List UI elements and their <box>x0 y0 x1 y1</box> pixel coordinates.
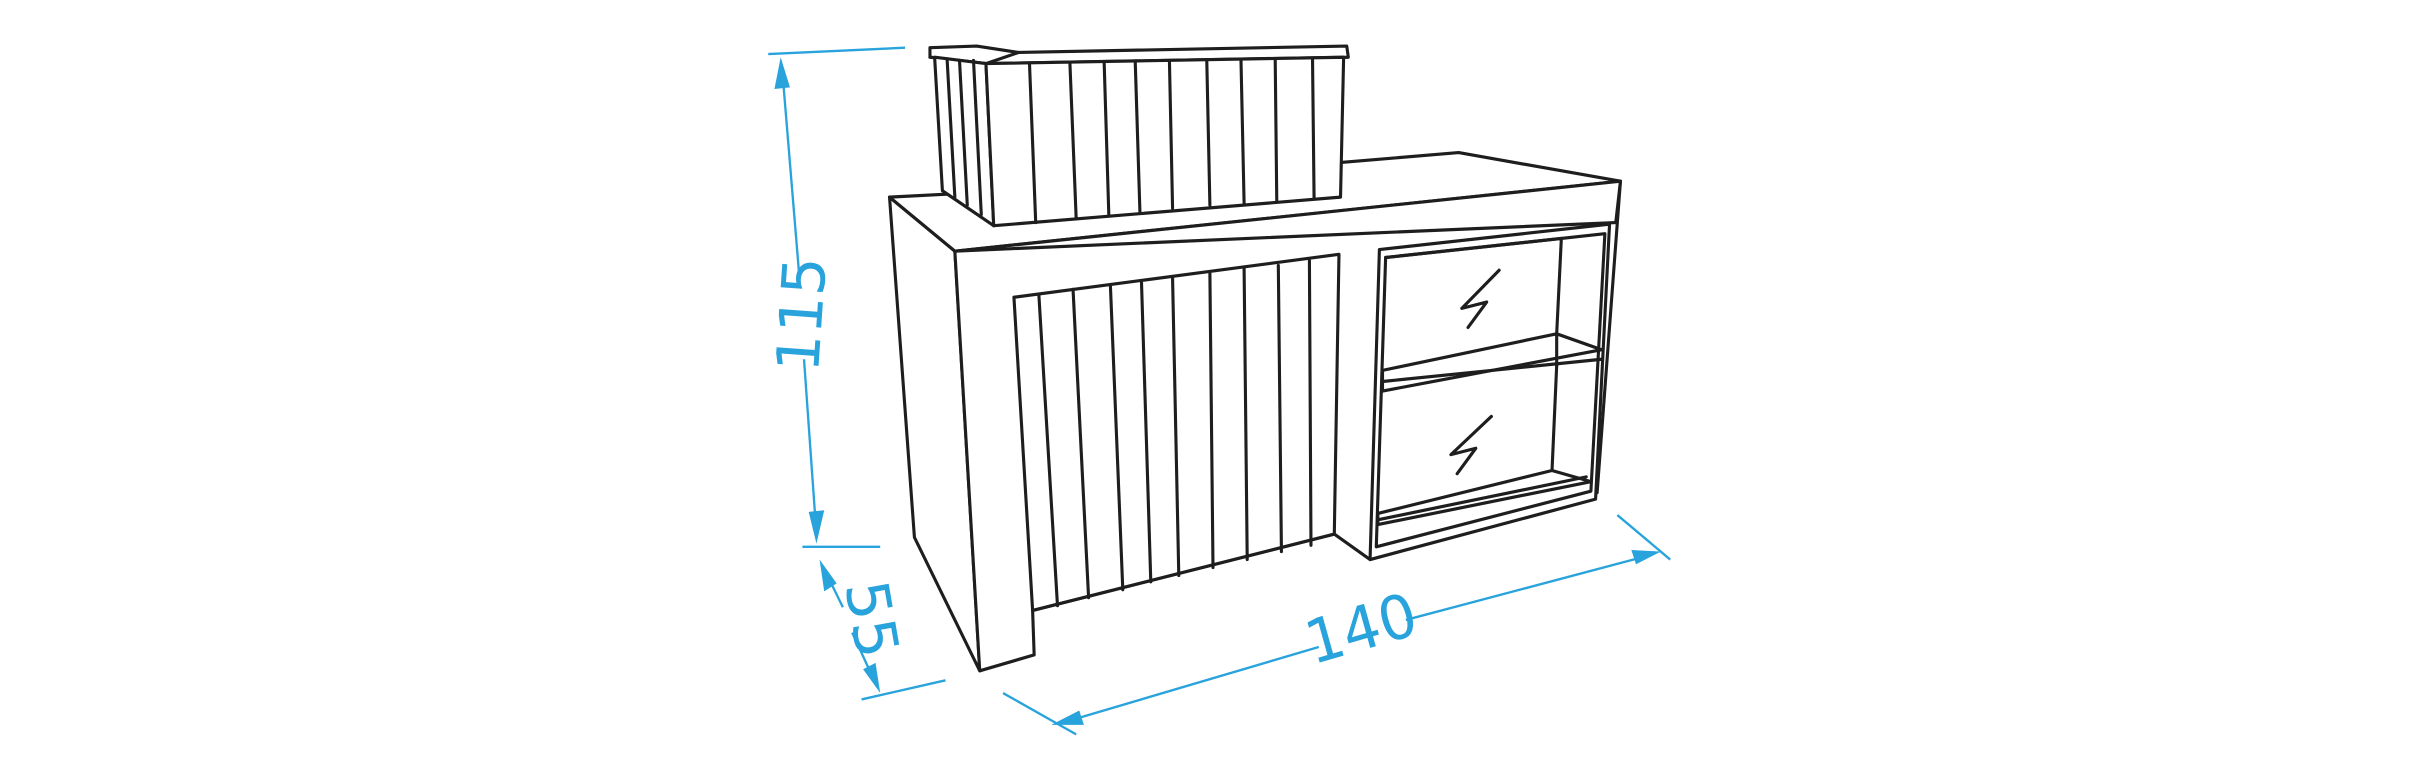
slat-line <box>971 58 983 217</box>
slat-line <box>1071 287 1091 600</box>
slat-line <box>1167 60 1175 210</box>
slat-line <box>1276 263 1283 554</box>
slat-line <box>1108 282 1125 592</box>
front-slats <box>1037 259 1313 608</box>
slat-line <box>1239 58 1246 206</box>
dimension-height: 115 <box>765 46 906 549</box>
slat-line <box>1205 58 1212 207</box>
arrow-down-icon <box>863 662 881 694</box>
arrow-right-icon <box>1631 549 1661 565</box>
slat-line <box>945 57 957 199</box>
slat-line <box>1307 259 1313 547</box>
slat-line <box>1027 61 1038 225</box>
slatted-front-panel <box>1012 252 1341 612</box>
raised-counter <box>928 44 1350 228</box>
slat-line <box>1242 267 1249 562</box>
slat-line <box>1133 60 1142 214</box>
arrow-up-icon <box>819 559 837 592</box>
upper-slats <box>945 57 1316 225</box>
arrow-left-icon <box>1051 710 1084 725</box>
dimension-depth: 55 <box>819 559 946 701</box>
slat-line <box>957 58 969 207</box>
slat-line <box>1102 60 1111 217</box>
height-label: 115 <box>765 255 841 375</box>
slat-line <box>1068 61 1078 220</box>
slat-line <box>1171 276 1181 578</box>
glass-reflection-icon <box>1460 268 1501 330</box>
slat-line <box>1037 292 1060 608</box>
glass-reflection-icon-lower <box>1449 414 1493 476</box>
slat-line <box>1310 57 1316 201</box>
depth-label: 55 <box>830 576 910 664</box>
width-label: 140 <box>1298 580 1425 679</box>
slat-line <box>1208 271 1215 570</box>
arrow-up-icon <box>774 57 791 90</box>
slat-line <box>1139 279 1153 584</box>
shelf-unit <box>1368 222 1612 562</box>
arrow-down-icon <box>808 510 825 544</box>
slat-line <box>1273 57 1279 202</box>
